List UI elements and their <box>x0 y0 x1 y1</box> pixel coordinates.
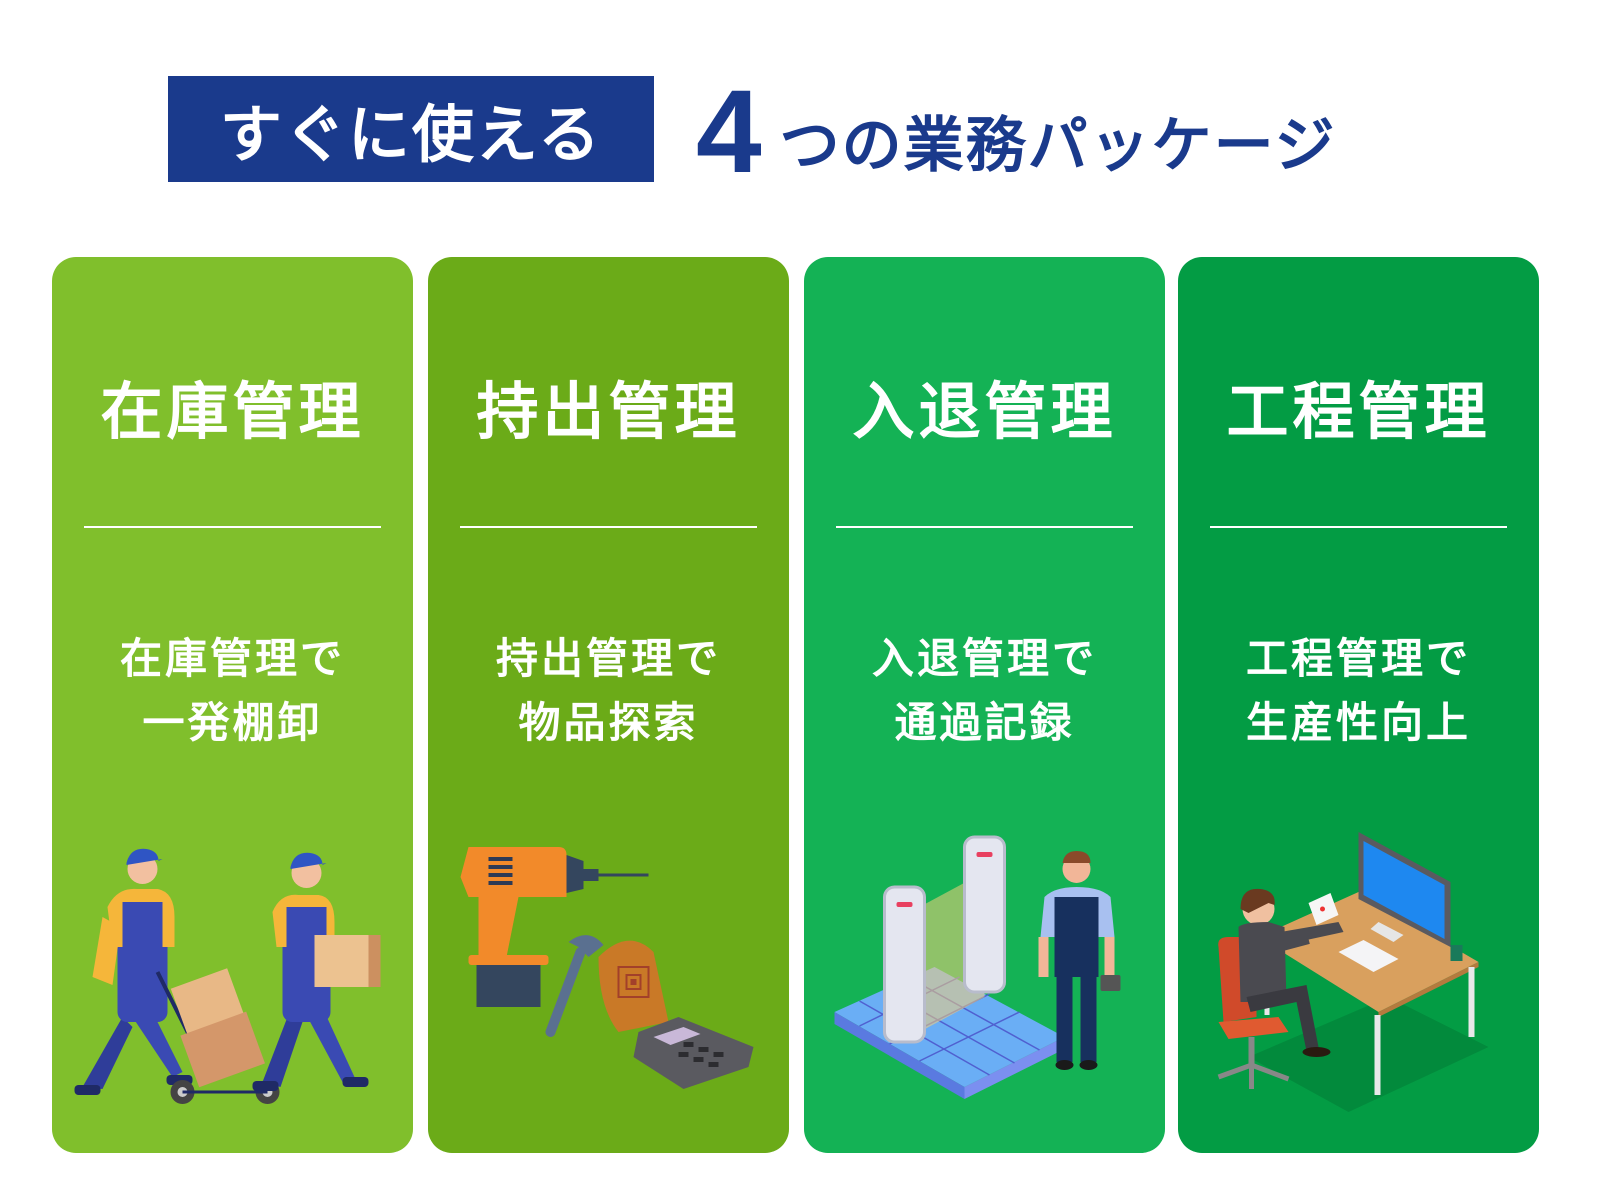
office-desk-worker-illustration-icon <box>1188 827 1529 1117</box>
card-divider <box>460 526 757 528</box>
headline-number: 4 <box>696 66 762 198</box>
card-desc-line2: 通過記録 <box>894 698 1075 747</box>
card-desc-line1: 在庫管理で <box>119 634 345 683</box>
card-description: 持出管理で 物品探索 <box>428 627 789 755</box>
card-title: 在庫管理 <box>100 375 365 448</box>
package-card-inventory[interactable]: 在庫管理 在庫管理で 一発棚卸 <box>52 257 413 1153</box>
card-desc-line2: 生産性向上 <box>1245 698 1471 747</box>
package-card-process[interactable]: 工程管理 工程管理で 生産性向上 <box>1178 257 1539 1153</box>
card-desc-line2: 一発棚卸 <box>142 698 323 747</box>
headline-highlight-text: すぐに使える <box>219 98 603 171</box>
package-card-entry-exit[interactable]: 入退管理 入退管理で 通過記録 <box>804 257 1165 1153</box>
package-card-checkout[interactable]: 持出管理 持出管理で 物品探索 <box>428 257 789 1153</box>
card-title: 工程管理 <box>1226 375 1491 448</box>
card-desc-line2: 物品探索 <box>518 698 699 747</box>
card-divider <box>836 526 1133 528</box>
headline-main: 4 つの業務パッケージ <box>696 66 1337 198</box>
card-divider <box>84 526 381 528</box>
headline-suffix: つの業務パッケージ <box>779 111 1337 181</box>
card-description: 工程管理で 生産性向上 <box>1178 627 1539 755</box>
security-gate-worker-illustration-icon <box>814 827 1155 1117</box>
tools-rfid-reader-illustration-icon <box>438 827 779 1117</box>
card-title: 入退管理 <box>852 375 1117 448</box>
card-desc-line1: 持出管理で <box>495 634 721 683</box>
card-description: 在庫管理で 一発棚卸 <box>52 627 413 755</box>
headline-highlight-box: すぐに使える <box>168 76 654 182</box>
card-title: 持出管理 <box>476 375 741 448</box>
card-desc-line1: 入退管理で <box>871 634 1097 683</box>
card-divider <box>1210 526 1507 528</box>
movers-with-boxes-illustration-icon <box>62 827 403 1117</box>
card-desc-line1: 工程管理で <box>1245 634 1471 683</box>
card-description: 入退管理で 通過記録 <box>804 627 1165 755</box>
